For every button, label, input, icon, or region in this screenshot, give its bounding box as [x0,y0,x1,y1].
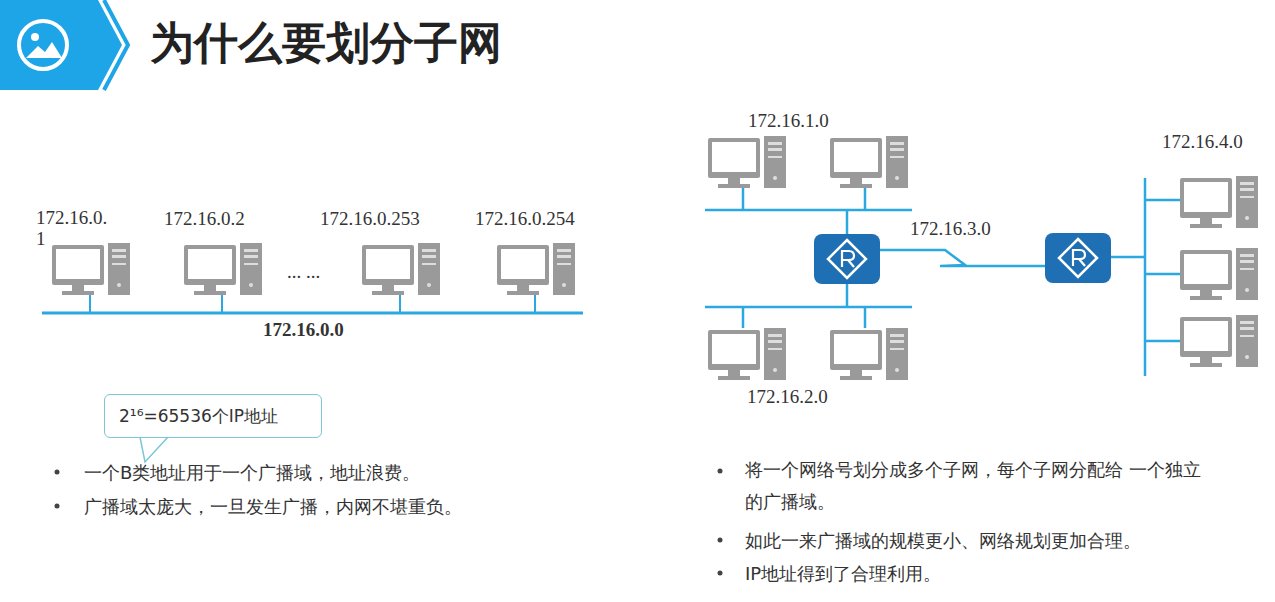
network-address: 172.16.4.0 [1162,131,1243,153]
bullet-text: 一个B类地址用于一个广播域，地址浪费。 [84,461,420,485]
header-bar [0,0,122,90]
ellipsis: ... ... [287,261,320,283]
bullet-text: 如此一来广播域的规模更小、网络规划更加合理。 [745,529,1141,553]
page-title: 为什么要划分子网 [150,14,502,73]
bullet-text: 广播域太庞大，一旦发生广播，内网不堪重负。 [84,495,462,519]
host-address: 172.16.0.1 [36,208,114,250]
callout-box: 2¹⁶=65536个IP地址 [104,394,322,438]
network-address: 172.16.1.0 [748,110,829,132]
host-address: 172.16.0.254 [475,208,575,230]
network-address: 172.16.3.0 [910,218,991,240]
network-address: 172.16.2.0 [747,386,828,408]
bullet-text: IP地址得到了合理利用。 [745,562,941,586]
network-address: 172.16.0.0 [263,319,344,341]
host-address: 172.16.0.2 [164,208,245,230]
bullet-text: 将一个网络号划分成多个子网，每个子网分配给 一个独立的广播域。 [745,454,1215,518]
host-address: 172.16.0.253 [320,208,420,230]
callout-text: 2¹⁶=65536个IP地址 [119,405,307,428]
